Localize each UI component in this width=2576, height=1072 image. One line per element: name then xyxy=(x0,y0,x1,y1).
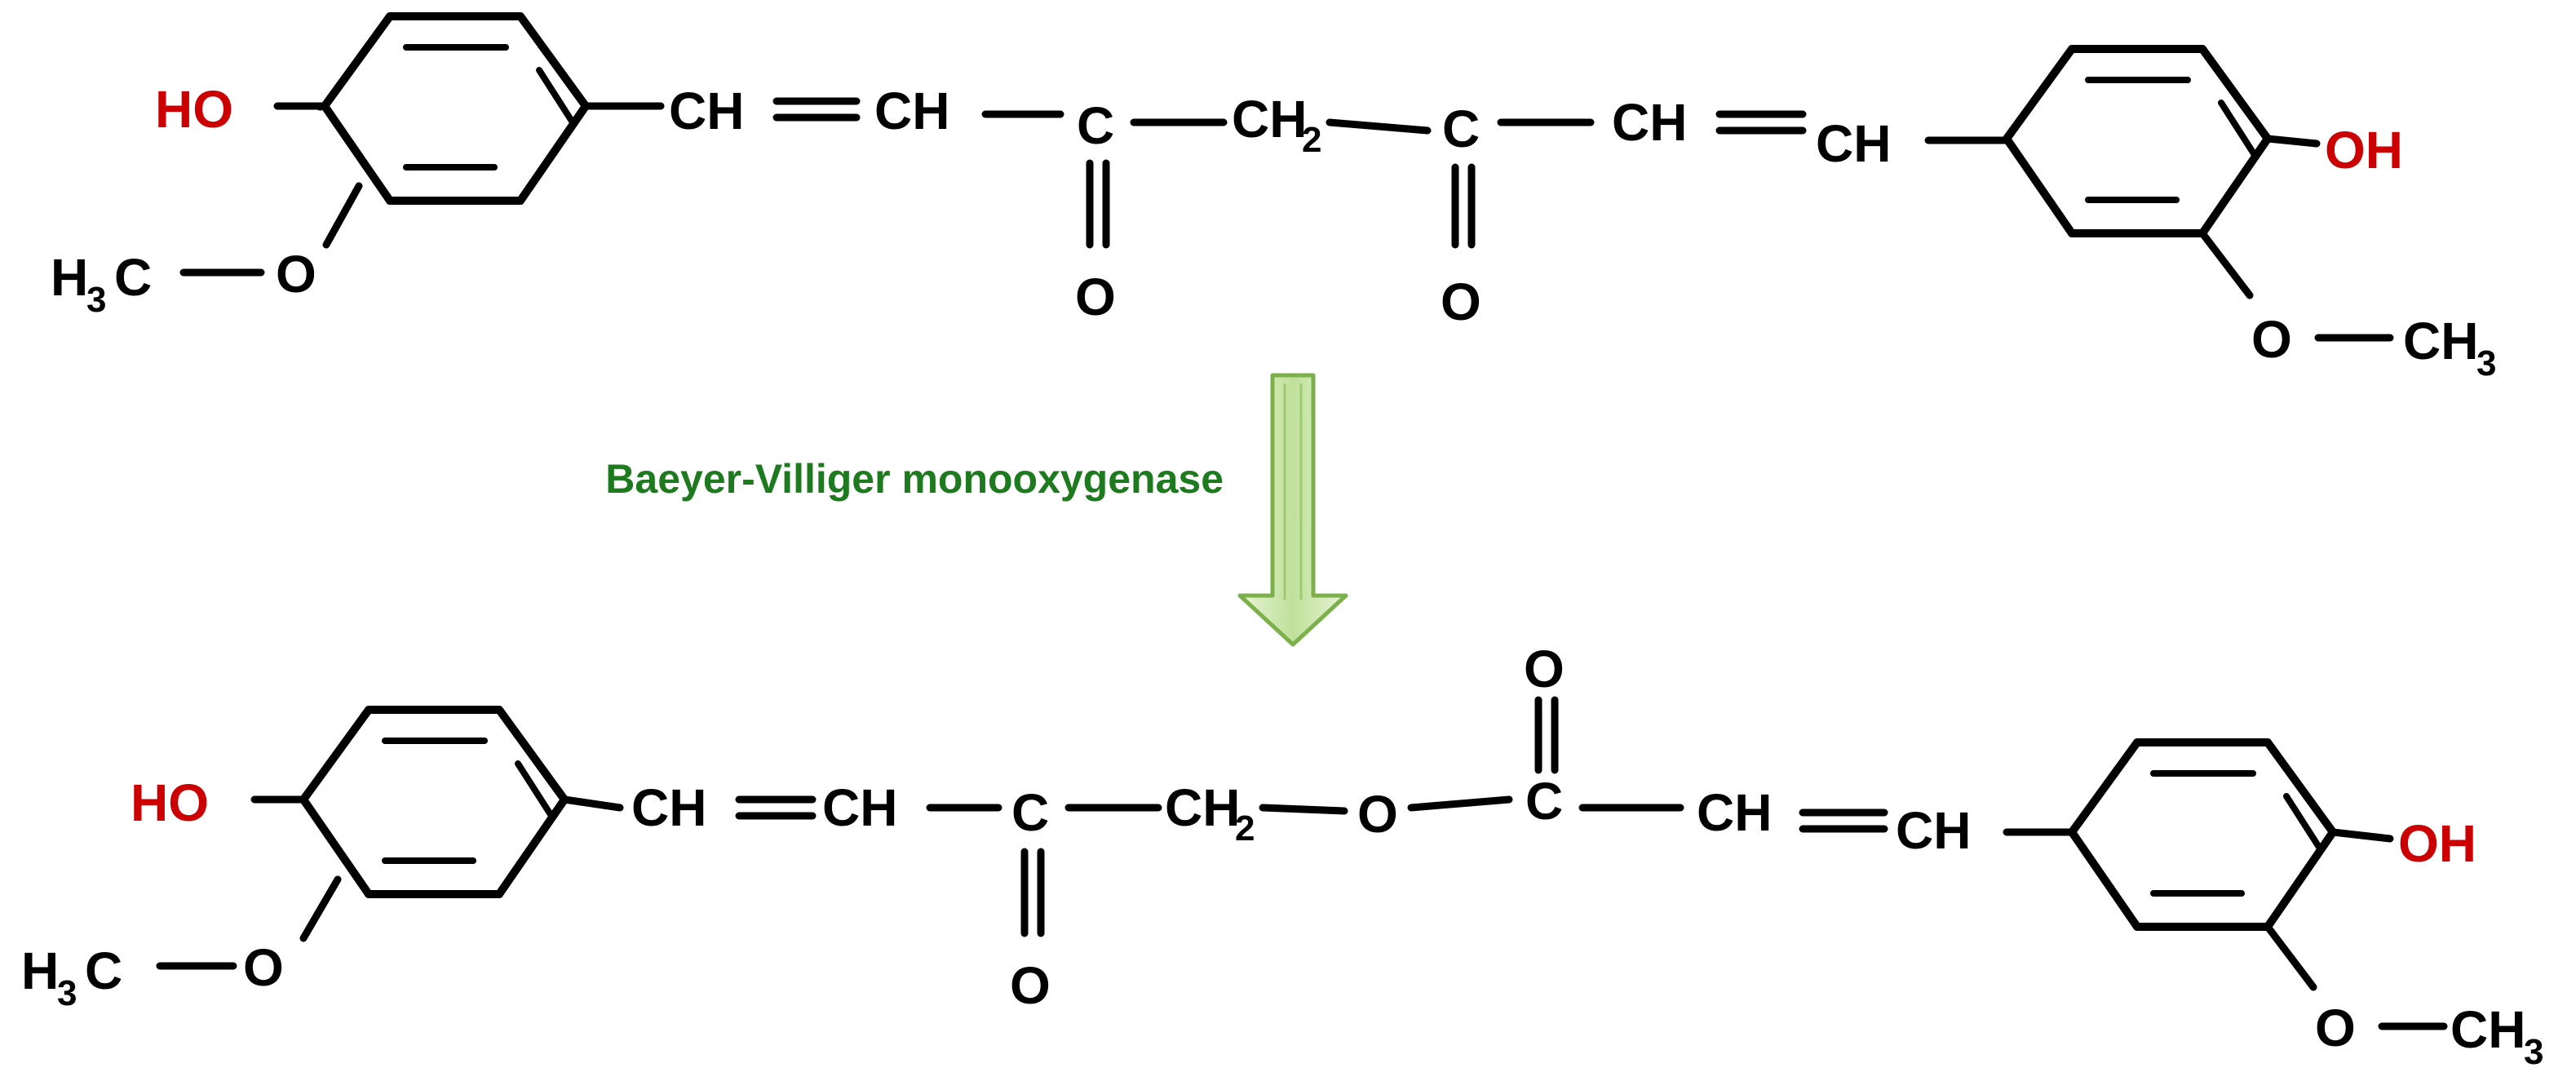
reactant-left-benzene-ring xyxy=(321,12,590,205)
product-molecule: HO O H 3 C CH CH C O CH 2 O C O CH CH xyxy=(21,640,2543,1072)
reactant-left-methyl-h-label: H xyxy=(51,248,88,307)
reactant-left-methyl-c-label: C xyxy=(114,248,152,307)
product-carbonyl-c-1: C xyxy=(1011,783,1049,842)
reactant-right-methyl-ch-label: CH xyxy=(2403,312,2478,370)
product-methylene-ch: CH xyxy=(1165,778,1240,837)
product-right-methyl-subscript: 3 xyxy=(2524,1032,2543,1068)
product-chain-ch-2: CH xyxy=(822,778,897,837)
product-ester-oxygen: O xyxy=(1357,785,1398,844)
product-left-benzene-ring xyxy=(299,706,569,898)
reactant-right-benzene-ring xyxy=(2003,45,2272,237)
reactant-chain-ch-2: CH xyxy=(874,82,949,140)
product-right-methoxy-oxygen-label: O xyxy=(2315,999,2356,1057)
product-carbonyl-c-2: C xyxy=(1525,772,1563,831)
reactant-right-methoxy-oxygen-label: O xyxy=(2251,310,2292,369)
reactant-left-methoxy-oxygen-label: O xyxy=(276,245,316,303)
reactant-methylene-subscript: 2 xyxy=(1302,120,1321,160)
product-carbonyl-o-2: O xyxy=(1524,640,1565,698)
product-right-hydroxyl-label: OH xyxy=(2398,814,2476,873)
reactant-carbonyl-c-2: C xyxy=(1442,100,1480,158)
product-right-benzene-ring xyxy=(2068,738,2337,931)
product-chain-ch-1: CH xyxy=(631,778,706,837)
product-left-hydroxyl-label: HO xyxy=(131,773,209,832)
reactant-methylene-ch: CH xyxy=(1232,90,1307,148)
reactant-chain-ch-4: CH xyxy=(1816,114,1891,173)
reaction-arrow xyxy=(1237,373,1348,647)
product-carbonyl-o-1: O xyxy=(1010,956,1051,1015)
reactant-chain-ch-3: CH xyxy=(1612,93,1687,152)
product-right-methyl-ch-label: CH xyxy=(2450,1000,2525,1059)
product-left-methoxy-oxygen-label: O xyxy=(243,938,284,997)
reactant-left-methyl-subscript: 3 xyxy=(86,280,106,320)
enzyme-label: Baeyer-Villiger monooxygenase xyxy=(605,456,1224,502)
reactant-carbonyl-c-1: C xyxy=(1077,96,1114,155)
product-left-methyl-c-label: C xyxy=(85,941,122,1000)
product-left-methyl-subscript: 3 xyxy=(57,973,77,1013)
product-methylene-subscript: 2 xyxy=(1235,808,1255,848)
reactant-left-hydroxyl-label: HO xyxy=(155,80,233,139)
reactant-right-hydroxyl-label: OH xyxy=(2325,121,2403,179)
reactant-carbonyl-o-2: O xyxy=(1441,272,1481,331)
reactant-carbonyl-o-1: O xyxy=(1075,268,1116,326)
product-left-methyl-h-label: H xyxy=(21,941,59,1000)
product-chain-ch-4: CH xyxy=(1896,801,1971,860)
reactant-molecule: HO O H 3 C CH CH C O CH 2 C O CH CH xyxy=(51,12,2496,383)
reactant-right-methyl-subscript: 3 xyxy=(2476,343,2496,383)
reactant-chain-ch-1: CH xyxy=(669,82,744,140)
product-chain-ch-3: CH xyxy=(1697,783,1772,842)
